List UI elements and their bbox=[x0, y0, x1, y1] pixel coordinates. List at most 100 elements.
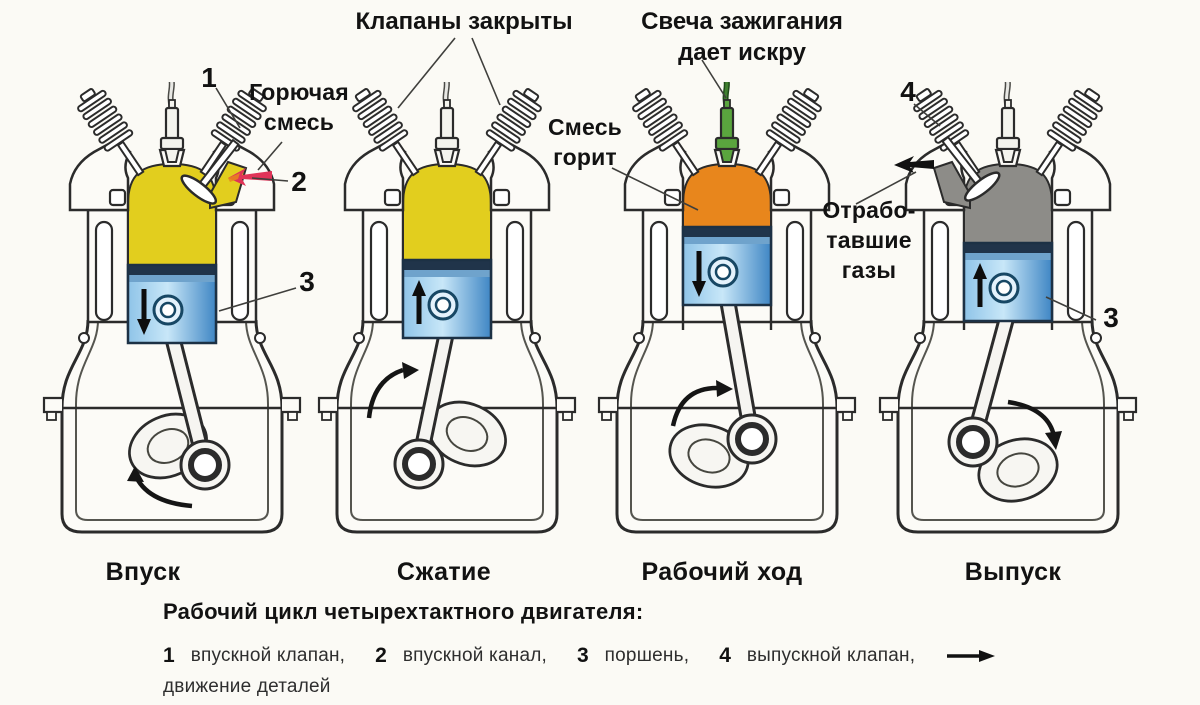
engine-cross-section bbox=[878, 77, 1138, 534]
flange-bolt-left bbox=[882, 411, 893, 421]
exhaust-gases-line3: газы bbox=[841, 256, 897, 283]
valve-spring-right bbox=[754, 88, 822, 177]
crankcase-inner-line bbox=[630, 319, 824, 521]
callout-1-intake-valve: 1 bbox=[201, 62, 217, 93]
engine-power-stroke bbox=[587, 77, 867, 552]
counterweight-detail bbox=[996, 452, 1040, 488]
bell-boss-left bbox=[353, 332, 365, 344]
water-jacket-right bbox=[230, 220, 250, 322]
callout-3-piston-exhaust: 3 bbox=[1103, 302, 1119, 333]
head-bolt-right bbox=[1053, 188, 1072, 207]
spark-plug-icon bbox=[995, 99, 1021, 163]
exhaust-gases-line1: Отрабо- bbox=[822, 197, 916, 223]
flange-bolt-left bbox=[46, 411, 57, 421]
flange-bolt-right bbox=[842, 411, 853, 421]
mount-flange-right bbox=[282, 396, 302, 414]
counterweight-detail bbox=[445, 416, 489, 452]
legend-num-2: 2 bbox=[375, 644, 387, 667]
valve-spring-left bbox=[77, 88, 145, 177]
valve-spring-left bbox=[352, 88, 420, 177]
legend-item-3: поршень, bbox=[604, 645, 690, 666]
stroke-name-exhaust: Выпуск bbox=[964, 558, 1062, 586]
water-jacket-right bbox=[505, 220, 525, 322]
mixture-burns-line1: Смесь bbox=[547, 114, 623, 140]
bell-boss-right bbox=[254, 332, 266, 344]
rotation-arrow-head bbox=[402, 362, 419, 379]
diagram-title: Рабочий цикл четырехтактного двигателя: bbox=[163, 599, 644, 624]
callout-4-exhaust-valve: 4 bbox=[900, 76, 916, 107]
bell-boss-left bbox=[78, 332, 90, 344]
crankcase bbox=[615, 319, 839, 534]
fuel-mixture-line2: смесь bbox=[263, 108, 335, 135]
head-bolt-right bbox=[772, 188, 791, 207]
flange-bolt-left bbox=[321, 411, 332, 421]
engine-cross-section bbox=[42, 77, 302, 534]
exhaust-flow-arrow bbox=[894, 156, 934, 173]
callout-3-piston: 3 bbox=[299, 266, 315, 297]
rotation-arrow-head bbox=[716, 380, 733, 397]
mixture-burns-label: Смесь горит bbox=[548, 113, 622, 173]
intake-flow-arrow bbox=[228, 168, 272, 186]
spark-plug-label: Свеча зажигания дает искру bbox=[641, 6, 843, 68]
water-jacket-right bbox=[785, 220, 805, 322]
piston bbox=[126, 263, 218, 345]
crankcase-inner-line bbox=[350, 319, 544, 521]
spark-plug-label-line2: дает искру bbox=[678, 39, 806, 67]
engine-exhaust-stroke bbox=[868, 77, 1148, 552]
exhaust-gases-line2: тавшие bbox=[826, 226, 912, 253]
flange-bolt-right bbox=[1123, 411, 1134, 421]
stroke-name-intake: Впуск bbox=[105, 558, 181, 586]
crank-pin bbox=[735, 422, 769, 456]
flange-bolt-right bbox=[562, 411, 573, 421]
bell-boss-right bbox=[809, 332, 821, 344]
head-bolt-left bbox=[108, 188, 127, 207]
legend-item-1: впускной клапан, bbox=[190, 645, 346, 666]
mount-flange-left bbox=[597, 396, 617, 414]
stroke-name-power: Рабочий ход bbox=[641, 558, 803, 586]
valves-closed-label: Клапаны закрыты bbox=[355, 8, 573, 35]
mount-flange-left bbox=[878, 396, 898, 414]
fuel-mixture-label: Горючая смесь bbox=[249, 78, 349, 138]
crankcase-inner-line bbox=[911, 319, 1105, 521]
water-jacket-left bbox=[369, 220, 389, 322]
rotation-arrow-head bbox=[1045, 431, 1062, 450]
exhaust-port-gases bbox=[932, 160, 971, 210]
legend-motion-label: движение деталей bbox=[163, 676, 331, 697]
bell-boss-left bbox=[914, 332, 926, 344]
head-bolt-right bbox=[492, 188, 511, 207]
head-bolt-left bbox=[663, 188, 682, 207]
legend-num-3: 3 bbox=[576, 644, 589, 667]
callout-2-intake-port: 2 bbox=[291, 166, 307, 197]
crankcase bbox=[896, 319, 1120, 534]
rotation-arrow bbox=[670, 385, 718, 427]
flange-bolt-right bbox=[287, 411, 298, 421]
spark-plug-icon bbox=[434, 99, 460, 163]
water-jacket-left bbox=[649, 220, 669, 322]
rotation-arrow bbox=[1007, 399, 1057, 437]
legend-item-2: впускной канал, bbox=[402, 645, 547, 666]
valve-spring-left bbox=[632, 88, 700, 177]
crank-counterweight bbox=[977, 437, 1059, 503]
crank-pin bbox=[402, 447, 436, 481]
counterweight-detail bbox=[687, 438, 731, 474]
legend-row: 1 впускной клапан, 2 впускной канал, 3 п… bbox=[163, 644, 996, 668]
crank-pin bbox=[188, 448, 222, 482]
water-jacket-left bbox=[94, 220, 114, 322]
engine-intake-stroke bbox=[32, 77, 312, 552]
engine-cross-section bbox=[597, 77, 857, 534]
crankcase-inner-line bbox=[75, 319, 269, 521]
bell-boss-left bbox=[633, 332, 645, 344]
head-bolt-left bbox=[383, 188, 402, 207]
engine-compression-stroke bbox=[307, 77, 587, 552]
mount-flange-left bbox=[317, 396, 337, 414]
open-intake-valve bbox=[180, 138, 240, 205]
legend-num-4: 4 bbox=[719, 644, 731, 667]
spark-plug-label-line1: Свеча зажигания bbox=[641, 8, 843, 35]
mixture-burns-line2: горит bbox=[553, 143, 617, 170]
intake-flame bbox=[228, 173, 240, 182]
piston bbox=[962, 241, 1054, 323]
legend-item-4: выпускной клапан, bbox=[746, 645, 916, 666]
flange-bolt-left bbox=[601, 411, 612, 421]
mount-flange-left bbox=[42, 396, 62, 414]
